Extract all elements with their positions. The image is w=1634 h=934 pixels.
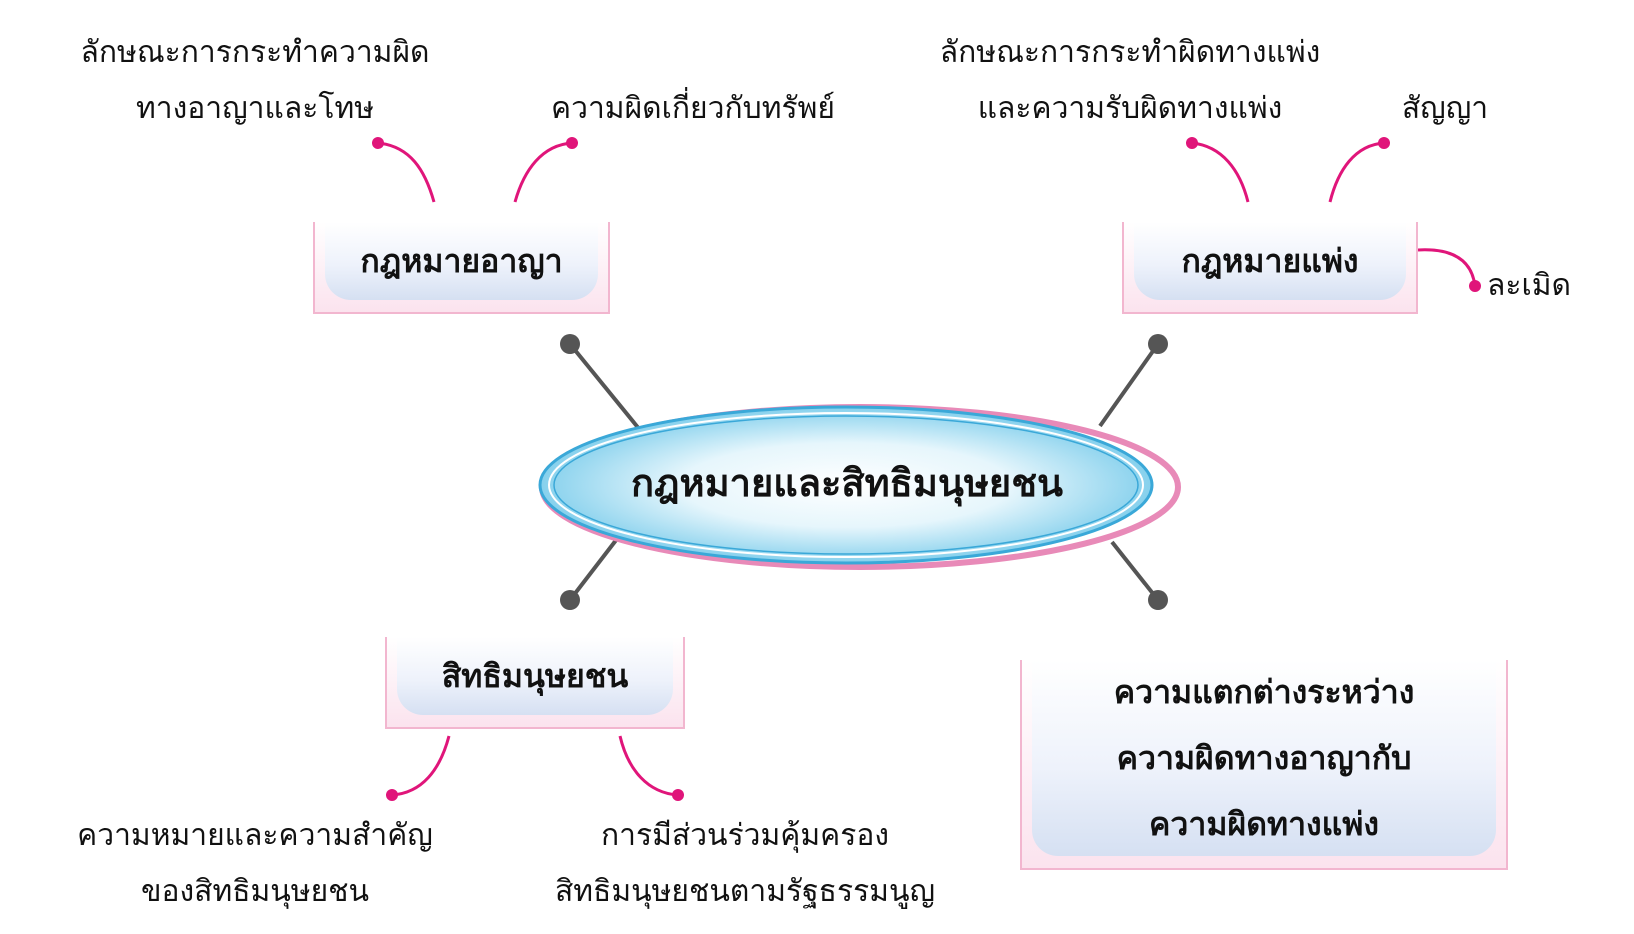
leaf-criminal-1-line-1: ลักษณะการกระทำความผิด [80,35,430,70]
topic-criminal-law-title: กฎหมายอาญา [360,241,563,280]
branch-node-difference [1148,590,1168,610]
leaf-human-rights-2-line-1: การมีส่วนร่วมคุ้มครอง [601,818,889,853]
branch-node-human-rights [560,590,580,610]
leaf-dot-civil-2 [1378,137,1390,149]
leaf-human-rights-2-line-2: สิทธิมนุษยชนตามรัฐธรรมนูญ [554,874,936,909]
topic-civil-law: กฎหมายแพ่ง [1122,222,1418,314]
branch-line-difference [1110,540,1160,602]
leaf-civil-1-line-1: ลักษณะการกระทำผิดทางแพ่ง [939,35,1321,70]
branch-line-civil [1098,342,1160,428]
topic-civil-law-panel: กฎหมายแพ่ง [1134,222,1406,300]
topic-difference-line-1: ความแตกต่างระหว่าง [1113,673,1415,711]
leaf-dot-civil-3 [1469,280,1481,292]
leaf-civil-3: ละเมิด [1487,258,1607,314]
leaf-civil-1-line-2: และความรับผิดทางแพ่ง [977,91,1283,126]
leaf-criminal-2-line-1: ความผิดเกี่ยวกับทรัพย์ [551,91,835,126]
topic-human-rights: สิทธิมนุษยชน [385,637,685,729]
topic-criminal-law: กฎหมายอาญา [313,222,610,314]
topic-difference-panel: ความแตกต่างระหว่าง ความผิดทางอาญากับ ควา… [1032,660,1496,856]
leaf-civil-2: สัญญา [1380,81,1510,137]
leaf-connector-criminal-2 [513,141,573,203]
leaf-civil-1: ลักษณะการกระทำผิดทางแพ่ง และความรับผิดทา… [920,25,1340,137]
leaf-connector-criminal-1 [377,141,436,203]
topic-human-rights-panel: สิทธิมนุษยชน [397,637,673,715]
leaf-dot-criminal-2 [566,137,578,149]
leaf-human-rights-1: ความหมายและความสำคัญ ของสิทธิมนุษยชน [55,808,455,920]
leaf-criminal-1-line-2: ทางอาญาและโทษ [135,91,375,126]
leaf-connector-human-rights-2 [618,735,679,797]
leaf-dot-civil-1 [1186,137,1198,149]
leaf-human-rights-1-line-1: ความหมายและความสำคัญ [77,818,433,853]
leaf-civil-3-line-1: ละเมิด [1487,268,1572,303]
leaf-dot-criminal-1 [372,137,384,149]
leaf-connector-civil-3 [1417,248,1477,287]
leaf-criminal-1: ลักษณะการกระทำความผิด ทางอาญาและโทษ [60,25,450,137]
branch-node-criminal [560,334,580,354]
branch-line-criminal [568,342,642,432]
central-title: กฎหมายและสิทธิมนุษยชน [631,461,1063,505]
branch-node-civil [1148,334,1168,354]
topic-difference-line-3: ความผิดทางแพ่ง [1149,805,1379,843]
leaf-human-rights-1-line-2: ของสิทธิมนุษยชน [140,874,370,909]
topic-human-rights-title: สิทธิมนุษยชน [441,656,629,695]
topic-difference-line-2: ความผิดทางอาญากับ [1116,739,1412,777]
leaf-connector-civil-2 [1328,141,1385,203]
topic-civil-law-title: กฎหมายแพ่ง [1181,241,1359,280]
topic-criminal-law-panel: กฎหมายอาญา [325,222,598,300]
leaf-connector-civil-1 [1191,141,1250,203]
leaf-criminal-2: ความผิดเกี่ยวกับทรัพย์ [528,81,858,137]
leaf-human-rights-2: การมีส่วนร่วมคุ้มครอง สิทธิมนุษยชนตามรัฐ… [525,808,965,920]
leaf-dot-human-rights-1 [386,789,398,801]
leaf-connector-human-rights-1 [391,735,451,797]
leaf-civil-2-line-1: สัญญา [1401,91,1489,126]
leaf-dot-human-rights-2 [672,789,684,801]
topic-difference: ความแตกต่างระหว่าง ความผิดทางอาญากับ ควา… [1020,660,1508,870]
central-ellipse [538,404,1181,570]
